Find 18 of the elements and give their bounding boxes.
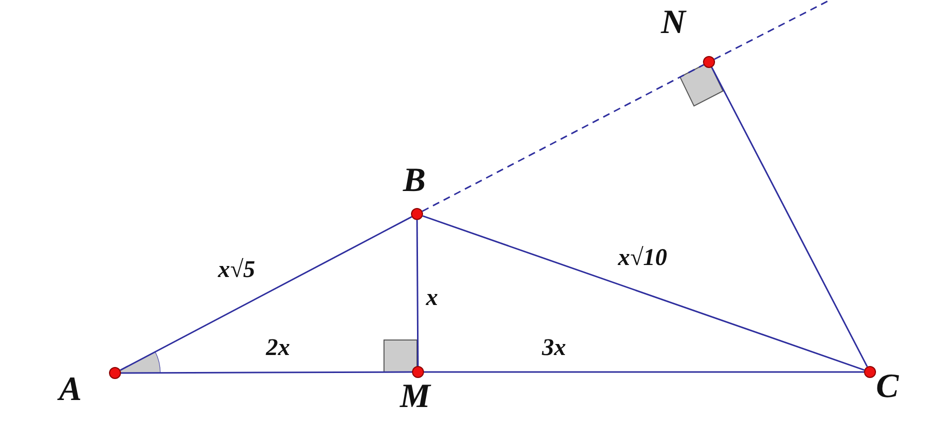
line-segment xyxy=(416,220,419,366)
edge-label: x√5 xyxy=(218,258,256,282)
point-label: A xyxy=(59,373,82,407)
point-label: C xyxy=(876,370,899,404)
line-segment xyxy=(120,216,412,371)
point-label: B xyxy=(403,164,426,198)
line-segment xyxy=(121,371,412,374)
point-label: N xyxy=(661,6,686,40)
line-segment xyxy=(422,215,865,371)
edge-label: x xyxy=(426,286,438,310)
dashed-line xyxy=(422,64,704,212)
edge-label: 2x xyxy=(266,336,290,360)
point-label: M xyxy=(400,380,430,414)
line-segment xyxy=(424,371,864,373)
line-segment xyxy=(711,66,868,368)
dashed-line xyxy=(714,0,830,60)
edge-label: 3x xyxy=(542,336,566,360)
edge-label: x√10 xyxy=(618,246,668,270)
